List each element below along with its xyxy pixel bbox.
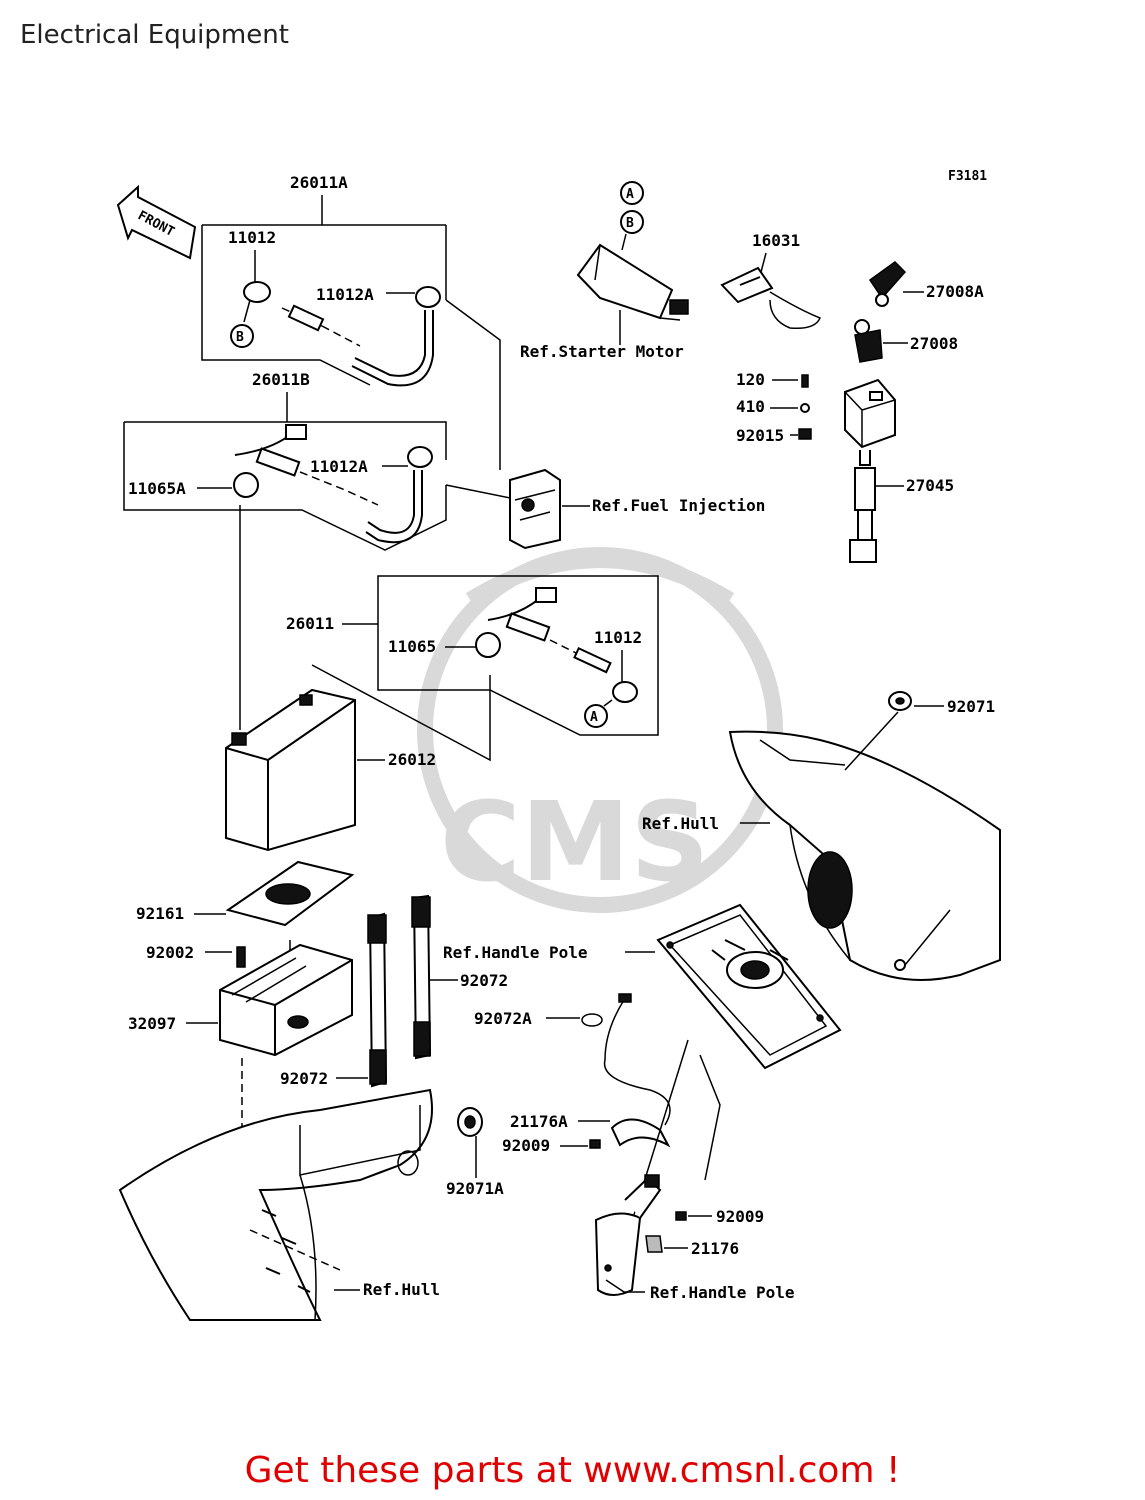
cable-group-26011: 26011 11065 11012 A [286,575,659,736]
marker-a-1-label: A [626,187,634,202]
callout-11012A-mid: 11012A [310,457,368,476]
cable-group-26011b: 26011B 11065A 11012A [123,370,447,551]
marker-a-2-label: A [590,710,598,725]
callout-21176: 21176 [691,1239,739,1258]
marker-a-1 [620,181,644,205]
terminal-c-icon [573,646,612,674]
front-arrow-icon: FRONT [116,184,197,260]
hull-upper-right: Ref.Hull [642,730,1001,981]
connector-c-icon [535,587,557,603]
callout-16031: 16031 [752,231,800,250]
cable-group-26011a: 26011A 11012 B 11012A [201,173,447,387]
callout-92072-lower: 92072 [280,1069,328,1088]
terminal-cap-icon [243,281,271,303]
screw-92009-icon [589,1139,601,1149]
callout-11065: 11065 [388,637,436,656]
callout-92009-lower: 92009 [716,1207,764,1226]
callout-26012: 26012 [388,750,436,769]
battery: 26012 [225,688,436,852]
ref-fuel-injection: Ref.Fuel Injection [592,496,765,515]
callout-27008: 27008 [910,334,958,353]
callout-11065A: 11065A [128,479,186,498]
ref-hull-lower: Ref.Hull [363,1280,440,1299]
switch-connector-icon [849,539,877,563]
terminal-cap-b-icon [233,472,259,498]
callout-92161: 92161 [136,904,184,923]
washer-icon [800,403,810,413]
callout-92072-upper: 92072 [460,971,508,990]
clip-21176: 21176 [645,1235,739,1258]
bolt-icon [801,374,809,388]
callout-410: 410 [736,397,765,416]
callout-92015: 92015 [736,426,784,445]
clamp-21176A: 21176A 92009 [502,1112,671,1155]
figure-code: F3181 [948,169,987,184]
marker-a-2 [584,704,608,728]
callout-120: 120 [736,370,765,389]
marker-b-1-label: B [236,330,244,345]
fasteners-120-410-92015: 120 410 92015 [736,370,812,445]
screw-92002: 92002 [146,943,246,968]
nut-icon [798,428,812,440]
watermark: CMS [417,547,783,913]
page-title: Electrical Equipment [20,20,289,50]
ref-handle-pole-upper: Ref.Handle Pole [443,943,588,962]
marker-b-1 [230,324,254,348]
terminal-boot-c-icon [612,681,638,703]
callout-92009-upper: 92009 [502,1136,550,1155]
marker-b-2 [620,210,644,234]
strap-right-92072: 92072 [411,894,508,1060]
call-to-action[interactable]: Get these parts at www.cmsnl.com ! [244,1450,901,1491]
callout-92002: 92002 [146,943,194,962]
battery-case-32097: 32097 [128,943,353,1057]
screw-icon [236,946,246,968]
clamp-92072A-icon [581,1013,603,1027]
terminal-boot-b-icon [407,446,433,468]
callout-11012-top: 11012 [228,228,276,247]
callout-26011B: 26011B [252,370,310,389]
connector-icon [285,424,307,440]
callout-26011A: 26011A [290,173,348,192]
starter-motor: A B Ref.Starter Motor [520,181,689,361]
screw-92009-lower: 92009 [675,1207,764,1226]
hull-opening-icon [807,851,853,929]
callout-26011: 26011 [286,614,334,633]
key-lanyard-27008a: 27008A [868,261,984,307]
terminal-boot-icon [415,286,441,308]
grommet-92071: 92071 [844,691,995,966]
handle-pole-lower: Ref.Handle Pole [594,1174,795,1302]
key-27008: 27008 [854,319,958,363]
hull-lower-left: Ref.Hull [118,1088,440,1321]
marker-b-2-label: B [626,216,634,231]
callout-92071: 92071 [947,697,995,716]
fuel-injection-block-icon [509,468,561,550]
callout-11012A-top: 11012A [316,285,374,304]
ref-hull-upper: Ref.Hull [642,814,719,833]
battery-pad-92161: 92161 [136,860,355,927]
callout-27045: 27045 [906,476,954,495]
screw-92009-lower-icon [675,1211,687,1221]
ref-starter-motor: Ref.Starter Motor [520,342,684,361]
watermark-text: CMS [440,778,709,906]
strap-left-92072: 92072 [280,912,388,1088]
callout-27008A: 27008A [926,282,984,301]
terminal-cap-c-icon [475,632,501,658]
callout-92072A: 92072A [474,1009,532,1028]
cable-sleeve-c-icon [505,612,551,642]
lanyard: 16031 [720,231,821,330]
callout-92071A: 92071A [446,1179,504,1198]
cable-terminal-icon [287,304,325,332]
callout-11012-low: 11012 [594,628,642,647]
switch-27045: 27045 [844,378,954,563]
grommet-92071A: 92071A [446,1107,504,1198]
callout-21176A: 21176A [510,1112,568,1131]
harness-wire: 92072A [474,993,671,1126]
callout-32097: 32097 [128,1014,176,1033]
handle-pole-mount: Ref.Handle Pole [443,903,842,1070]
cable-sleeve-icon [255,447,301,477]
ref-handle-pole-lower: Ref.Handle Pole [650,1283,795,1302]
